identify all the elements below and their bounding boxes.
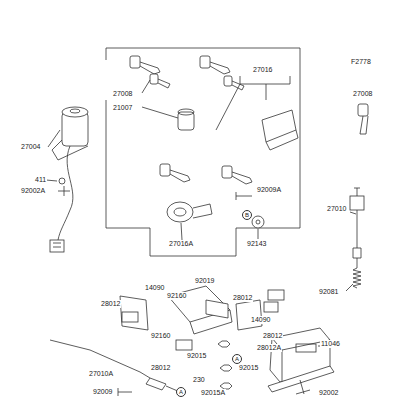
part-number: 92143 <box>246 240 267 248</box>
part-number: 92160 <box>166 292 187 300</box>
screw <box>296 380 310 394</box>
part-number: 28012 <box>100 300 121 308</box>
washer <box>252 216 264 228</box>
part-number: 92002A <box>20 187 46 195</box>
bolt <box>236 192 252 200</box>
rubber-damper <box>122 290 284 350</box>
spring <box>353 268 361 288</box>
bolt <box>118 388 132 396</box>
washer <box>59 178 65 184</box>
part-number: 92009 <box>92 388 113 396</box>
part-number: 92015A <box>200 389 226 397</box>
part-number: F2778 <box>350 58 372 66</box>
part-number: 28012A <box>256 344 282 352</box>
nut <box>218 341 232 389</box>
reference-letter: A <box>176 387 186 397</box>
seat-lock <box>262 110 298 150</box>
cap <box>178 109 194 130</box>
part-number: 92015 <box>186 352 207 360</box>
key <box>358 104 368 134</box>
part-number: 92019 <box>194 277 215 285</box>
part-number: 27008 <box>112 90 133 98</box>
part-number: 92081 <box>318 288 339 296</box>
screw <box>58 186 70 196</box>
part-number: 27016A <box>168 240 194 248</box>
ignition-switch <box>50 107 88 252</box>
part-number: 411 <box>34 176 47 184</box>
leader-line <box>48 130 60 147</box>
part-number: 28012 <box>150 364 171 372</box>
cable <box>50 340 180 392</box>
part-number: 230 <box>192 376 206 384</box>
key <box>130 56 252 184</box>
part-number: 27004 <box>20 143 41 151</box>
part-number: 27010A <box>88 370 114 378</box>
part-number: 11046 <box>320 340 341 348</box>
part-number: 28012 <box>232 294 253 302</box>
part-number: 14090 <box>144 284 165 292</box>
part-number: 92015 <box>238 364 259 372</box>
part-number: 27016 <box>252 66 273 74</box>
part-number: 14090 <box>250 316 271 324</box>
reference-letter: B <box>242 210 252 220</box>
part-number: 28012 <box>262 332 283 340</box>
part-number: 92160 <box>150 332 171 340</box>
bracket <box>120 286 262 334</box>
switch <box>350 188 364 268</box>
part-number: 92009A <box>256 186 282 194</box>
group-frame <box>106 48 300 256</box>
part-number: 21007 <box>112 104 133 112</box>
reference-letter: A <box>232 354 242 364</box>
lock-cylinder <box>167 202 212 222</box>
part-number: 27010 <box>326 205 347 213</box>
part-number: 27008 <box>352 90 373 98</box>
part-number: 92002 <box>318 389 339 397</box>
